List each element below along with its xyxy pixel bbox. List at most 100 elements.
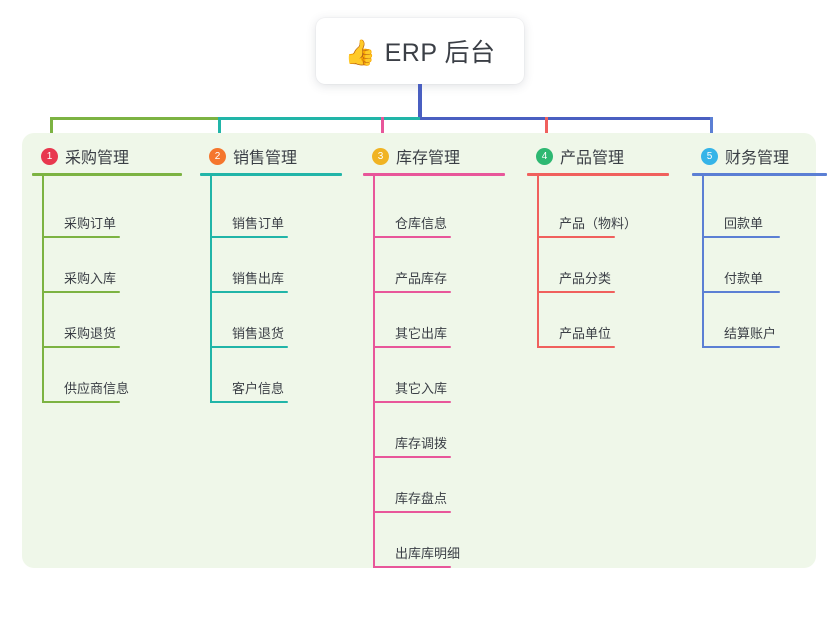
branch-number-badge: 1 [41, 147, 58, 165]
branch-item-label: 销售出库 [232, 271, 285, 286]
branch-item-label: 采购订单 [64, 216, 117, 231]
branches-panel [22, 133, 816, 568]
branch-item-label: 其它入库 [395, 381, 448, 396]
branch-column-1: 1 采购管理采购订单采购入库采购退货供应商信息 [32, 145, 212, 456]
branch-item[interactable]: 产品分类 [537, 263, 615, 293]
branch-item-rule [373, 566, 451, 568]
branch-item-label: 采购退货 [64, 326, 117, 341]
branch-item[interactable]: 其它出库 [373, 318, 451, 348]
branch-item-rule [42, 291, 120, 293]
branch-header-1[interactable]: 1 采购管理 [32, 145, 212, 167]
branch-item-rule [42, 346, 120, 348]
branch-item[interactable]: 销售退货 [210, 318, 288, 348]
branch-item[interactable]: 出库库明细 [373, 538, 460, 568]
branch-trunk-line [42, 176, 44, 403]
branch-item-label: 供应商信息 [64, 381, 130, 396]
branch-header-rule [692, 173, 827, 176]
branch-item-label: 回款单 [724, 216, 764, 231]
branch-item[interactable]: 库存调拨 [373, 428, 451, 458]
branch-item[interactable]: 客户信息 [210, 373, 288, 403]
branch-item-rule [210, 401, 288, 403]
branch-trunk-line [537, 176, 539, 348]
branch-item-label: 出库库明细 [395, 546, 461, 561]
branch-trunk-line [373, 176, 375, 568]
branch-header-rule [363, 173, 505, 176]
branch-item-list: 产品（物料） 产品分类产品单位 [527, 176, 699, 401]
branch-item-rule [373, 236, 451, 238]
branch-item-label: 结算账户 [724, 326, 777, 341]
branch-title: 产品管理 [560, 150, 625, 167]
branch-item-rule [210, 291, 288, 293]
thumbs-up-icon: 👍 [344, 37, 376, 67]
branch-item-rule [702, 346, 780, 348]
branch-item[interactable]: 其它入库 [373, 373, 451, 403]
branch-item-rule [42, 401, 120, 403]
branch-item-rule [537, 291, 615, 293]
branch-item-label: 产品分类 [559, 271, 612, 286]
branch-item-rule [702, 291, 780, 293]
branch-item-label: 其它出库 [395, 326, 448, 341]
bar-segment-1 [50, 117, 218, 120]
branch-column-3: 3 库存管理仓库信息产品库存其它出库其它入库库存调拨库存盘点出库库明细 [363, 145, 535, 621]
branch-item-rule [373, 346, 451, 348]
bar-segment-3 [420, 117, 712, 120]
branch-item-label: 付款单 [724, 271, 764, 286]
branch-column-4: 4 产品管理产品（物料） 产品分类产品单位 [527, 145, 699, 401]
branch-item-label: 销售订单 [232, 216, 285, 231]
branch-number-badge: 2 [209, 147, 226, 165]
branch-number-badge: 5 [701, 147, 718, 165]
mindmap-canvas: 👍 ERP 后台 1 采购管理采购订单采购入库采购退货供应商信息 2 销售管理销售订单… [22, 18, 839, 568]
branch-item-label: 库存调拨 [395, 436, 448, 451]
branch-item[interactable]: 产品（物料） [537, 208, 637, 238]
root-node-title: ERP 后台 [384, 39, 496, 67]
branch-title: 库存管理 [396, 150, 461, 167]
branch-header-rule [32, 173, 182, 176]
branch-item[interactable]: 付款单 [702, 263, 780, 293]
branch-item-rule [373, 401, 451, 403]
branch-item-rule [373, 511, 451, 513]
branch-item-label: 产品单位 [559, 326, 612, 341]
branch-item[interactable]: 仓库信息 [373, 208, 451, 238]
branch-item-label: 库存盘点 [395, 491, 448, 506]
branch-header-3[interactable]: 3 库存管理 [363, 145, 535, 167]
branch-item-rule [42, 236, 120, 238]
branch-item-rule [373, 291, 451, 293]
branch-item[interactable]: 回款单 [702, 208, 780, 238]
branch-item-label: 客户信息 [232, 381, 285, 396]
branch-item-rule [210, 346, 288, 348]
bar-segment-2 [218, 117, 420, 120]
branch-item[interactable]: 销售出库 [210, 263, 288, 293]
branch-item-rule [210, 236, 288, 238]
branch-item-label: 销售退货 [232, 326, 285, 341]
branch-item[interactable]: 产品单位 [537, 318, 615, 348]
branch-item[interactable]: 采购退货 [42, 318, 120, 348]
branch-number-badge: 3 [372, 147, 389, 165]
branch-title: 销售管理 [233, 150, 298, 167]
branch-item-label: 仓库信息 [395, 216, 448, 231]
branch-item[interactable]: 供应商信息 [42, 373, 129, 403]
branch-header-4[interactable]: 4 产品管理 [527, 145, 699, 167]
branch-item-list: 仓库信息产品库存其它出库其它入库库存调拨库存盘点出库库明细 [363, 176, 535, 621]
branch-item[interactable]: 采购订单 [42, 208, 120, 238]
branch-item-rule [373, 456, 451, 458]
branch-item-label: 产品（物料） [559, 216, 638, 231]
branch-item-label: 采购入库 [64, 271, 117, 286]
branch-number-badge: 4 [536, 147, 553, 165]
branch-header-rule [527, 173, 669, 176]
branch-item[interactable]: 销售订单 [210, 208, 288, 238]
branch-trunk-line [702, 176, 704, 348]
branch-item-list: 采购订单采购入库采购退货供应商信息 [32, 176, 212, 456]
branch-column-2: 2 销售管理销售订单销售出库销售退货客户信息 [200, 145, 372, 456]
branch-item[interactable]: 结算账户 [702, 318, 780, 348]
branch-header-2[interactable]: 2 销售管理 [200, 145, 372, 167]
branch-item-rule [702, 236, 780, 238]
branch-item-rule [537, 346, 615, 348]
root-node[interactable]: 👍 ERP 后台 [316, 18, 524, 84]
branch-item[interactable]: 采购入库 [42, 263, 120, 293]
branch-title: 采购管理 [65, 150, 130, 167]
branch-item-label: 产品库存 [395, 271, 448, 286]
branch-item[interactable]: 库存盘点 [373, 483, 451, 513]
branch-item[interactable]: 产品库存 [373, 263, 451, 293]
